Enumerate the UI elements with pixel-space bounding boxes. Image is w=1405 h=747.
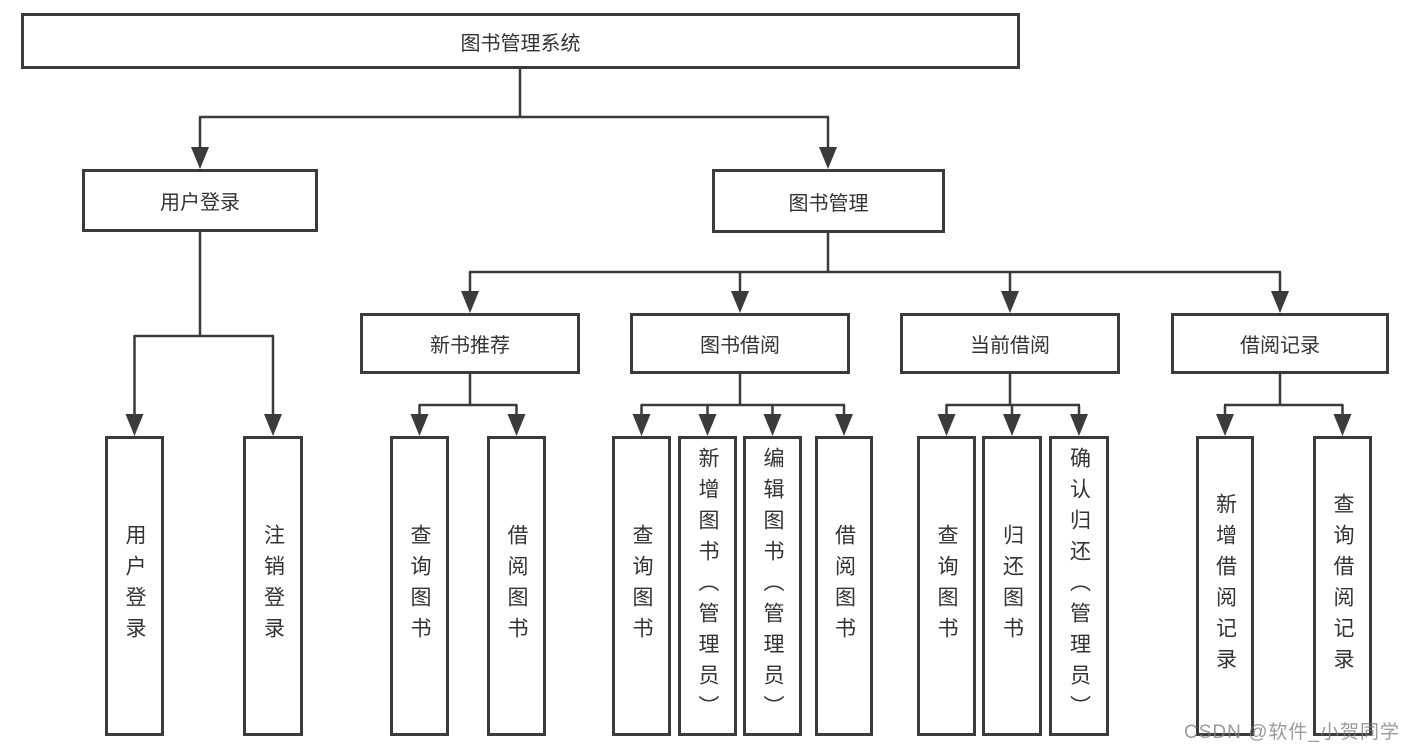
node-label: 借阅记录	[1240, 335, 1320, 357]
node-label: 注销登录	[261, 524, 285, 648]
node-new-book-recommendation: 新书推荐	[360, 313, 580, 374]
node-borrowing-records: 借阅记录	[1171, 313, 1389, 374]
leaf-add-borrow-record: 新增借阅记录	[1196, 436, 1254, 736]
node-label: 查询图书	[935, 524, 959, 648]
leaf-user-login: 用户登录	[105, 436, 164, 736]
csdn-watermark: CSDN @软件_小贺同学	[1184, 722, 1400, 743]
node-label: 查询借阅记录	[1331, 493, 1355, 679]
node-label: 当前借阅	[970, 335, 1050, 357]
leaf-query-books-2: 查询图书	[612, 436, 671, 736]
leaf-query-borrow-record: 查询借阅记录	[1313, 436, 1372, 736]
node-label: 确认归还（管理员）	[1067, 446, 1091, 726]
node-current-borrowing: 当前借阅	[900, 313, 1120, 374]
node-book-borrowing: 图书借阅	[630, 313, 850, 374]
node-label: 查询图书	[408, 524, 432, 648]
leaf-borrow-books-2: 借阅图书	[815, 436, 873, 736]
node-book-management: 图书管理	[712, 169, 945, 233]
leaf-edit-books-admin: 编辑图书（管理员）	[743, 436, 802, 736]
node-library-management-system: 图书管理系统	[21, 13, 1020, 69]
node-label: 用户登录	[160, 192, 240, 214]
node-label: 借阅图书	[505, 524, 529, 648]
leaf-add-books-admin: 新增图书（管理员）	[678, 436, 737, 736]
leaf-confirm-return-admin: 确认归还（管理员）	[1049, 436, 1109, 736]
node-label: 查询图书	[630, 524, 654, 648]
node-label: 借阅图书	[832, 524, 856, 648]
arrowhead-icons	[125, 147, 1352, 436]
node-user-login: 用户登录	[82, 169, 318, 232]
leaf-borrow-books-1: 借阅图书	[487, 436, 546, 736]
node-label: 新增图书（管理员）	[696, 446, 720, 726]
leaf-query-books-1: 查询图书	[390, 436, 449, 736]
node-label: 图书管理系统	[460, 32, 581, 55]
node-label: 图书管理	[788, 192, 869, 215]
leaf-return-books: 归还图书	[982, 436, 1042, 736]
node-label: 编辑图书（管理员）	[761, 446, 785, 726]
leaf-logout: 注销登录	[243, 436, 303, 736]
node-label: 用户登录	[123, 524, 147, 648]
node-label: 新书推荐	[430, 335, 510, 357]
node-label: 归还图书	[1000, 524, 1024, 648]
tree-edges	[133, 69, 1344, 418]
node-label: 图书借阅	[700, 335, 780, 357]
leaf-query-books-3: 查询图书	[917, 436, 976, 736]
node-label: 新增借阅记录	[1213, 493, 1237, 679]
